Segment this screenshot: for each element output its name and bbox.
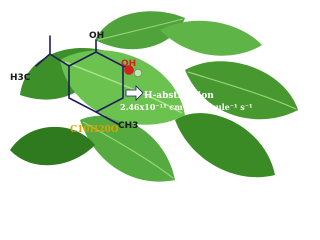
rate-constant: 2.46x10⁻¹¹ cm³ molecule⁻¹ s⁻¹ xyxy=(120,102,253,112)
leaf-vein xyxy=(97,18,184,41)
oh-radical-label: OH xyxy=(121,59,136,69)
leaf-vein xyxy=(64,61,183,114)
oxygen-atom xyxy=(124,65,134,75)
mint-menthol-graphic: OH H3C CH3 OH H-abstraction 2.46x10⁻¹¹ c… xyxy=(10,11,298,182)
leaf-vein xyxy=(187,71,297,110)
h3c-label: H3C xyxy=(10,73,31,83)
reaction-title: H-abstraction xyxy=(144,91,214,101)
oh-label: OH xyxy=(89,31,104,41)
leaf-right xyxy=(185,61,298,120)
reaction-arrow xyxy=(125,85,144,101)
hydrogen-atom xyxy=(133,68,143,78)
isopropyl-bond xyxy=(49,53,70,67)
leaf-vein xyxy=(82,121,174,179)
figure-canvas: OH H3C CH3 OH H-abstraction 2.46x10⁻¹¹ c… xyxy=(10,11,298,182)
leaf-bottom-right xyxy=(175,113,275,178)
leaf-lower-left xyxy=(10,126,95,166)
ch3-label: CH3 xyxy=(118,121,138,131)
leaf-top-right xyxy=(160,20,262,56)
methyl-bond xyxy=(95,111,119,125)
menthol-structure xyxy=(35,35,134,125)
molecular-formula: C10H20O xyxy=(70,125,119,135)
isopropyl-bond-left xyxy=(35,53,51,67)
leaf-bottom-center xyxy=(80,115,175,182)
